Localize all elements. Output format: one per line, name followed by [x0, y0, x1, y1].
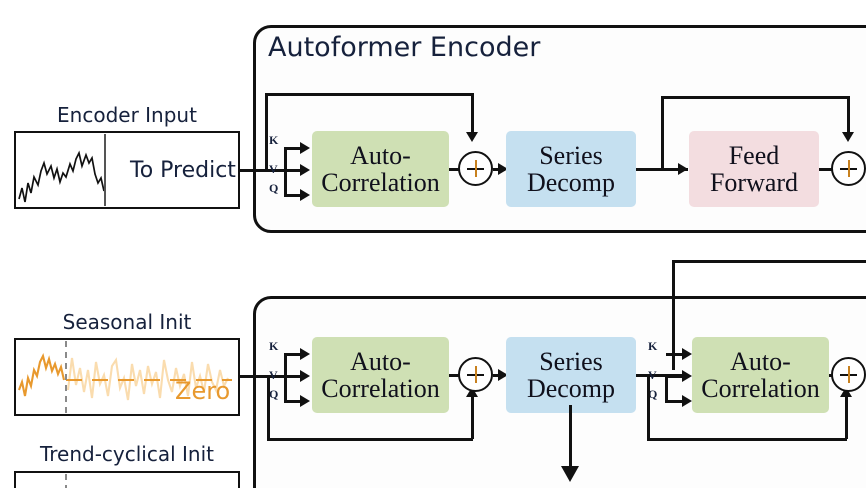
decoder-trend-output-arrow	[561, 466, 579, 482]
seasonal-init-caption: Seasonal Init	[62, 310, 192, 334]
wire-decomp-to-ff	[636, 168, 688, 171]
encoder-input-caption: Encoder Input	[57, 103, 197, 127]
decoder-cross-v-arrow	[682, 370, 692, 382]
decoder-residual-riser	[471, 396, 474, 439]
encoder-v-arrow	[300, 164, 310, 176]
encoder-kvq-v: V	[269, 162, 278, 176]
encoder-auto-correlation-block: Auto- Correlation	[312, 131, 449, 207]
decoder-cross-q-branch	[665, 400, 684, 403]
wire-encoder-output-drop	[672, 260, 675, 370]
decoder-cross-q-arrow	[682, 395, 692, 407]
decoder-auto-correlation-cross-block: Auto- Correlation	[692, 337, 829, 413]
decoder-cross-residual-riser	[845, 396, 848, 439]
wire-seasonal-init-to-kvq	[240, 375, 285, 378]
seasonal-init-zero-label: Zero	[175, 377, 231, 405]
decoder-self-k-arrow	[300, 348, 310, 360]
arrow-decomp-to-ff	[678, 163, 688, 175]
encoder-q-arrow	[300, 189, 310, 201]
decoder-cross-residual-drop	[647, 375, 650, 440]
decoder-self-kvq-v: V	[269, 368, 278, 382]
decoder-cross-v-branch	[666, 375, 684, 378]
encoder-input-to-predict-label: To Predict	[130, 158, 236, 183]
decoder-cross-kvq-k: K	[648, 339, 658, 353]
decoder-cross-k-branch	[666, 353, 684, 356]
decoder-residual-arrow	[466, 387, 478, 397]
wire-encoder-input-to-kvq	[240, 169, 285, 172]
decoder-adder-1	[458, 357, 493, 392]
encoder-auto-correlation-line2: Correlation	[321, 168, 440, 197]
decoder-self-kvq-k: K	[269, 339, 279, 353]
encoder-v-branch	[284, 169, 302, 172]
decoder-residual-drop	[267, 375, 270, 440]
wire-encoder-output-to-decoder-top	[672, 260, 866, 263]
encoder-k-branch	[284, 147, 302, 150]
encoder-kvq-k: K	[269, 133, 279, 147]
encoder-kvq-riser	[284, 148, 287, 196]
decoder-self-q-arrow	[300, 395, 310, 407]
decoder-cross-residual-arrow	[840, 387, 852, 397]
decoder-cross-ac-line2: Correlation	[701, 374, 820, 403]
encoder-ff-residual-arrow	[842, 132, 854, 142]
decoder-adder-1-vbar	[474, 365, 477, 384]
decoder-cross-kvq-q: Q	[648, 387, 658, 401]
encoder-adder-1	[458, 151, 493, 186]
decoder-residual-bottom	[267, 438, 473, 441]
decoder-self-v-arrow	[300, 370, 310, 382]
encoder-input-box	[14, 131, 240, 209]
decoder-self-kvq-q: Q	[269, 387, 279, 401]
decoder-cross-ac-line1: Auto-	[730, 346, 791, 376]
encoder-kvq-q: Q	[269, 181, 279, 195]
encoder-residual-top	[265, 93, 473, 96]
decoder-adder-2	[831, 357, 866, 392]
decoder-self-k-branch	[284, 353, 302, 356]
encoder-residual-riser	[265, 93, 268, 169]
encoder-ff-residual-top	[661, 96, 849, 99]
decoder-cross-residual-bottom	[647, 438, 847, 441]
decoder-adder-2-vbar	[847, 365, 850, 384]
wire-enc-ac-to-adder1	[449, 168, 459, 171]
encoder-panel-title: Autoformer Encoder	[268, 32, 541, 63]
decoder-trend-output-wire	[569, 405, 572, 469]
wire-dec-ac-to-adder1	[449, 374, 459, 377]
encoder-adder-2	[831, 151, 866, 186]
seasonal-init-waveform	[18, 341, 232, 413]
encoder-ff-residual-drop	[847, 96, 850, 137]
encoder-series-decomp-block: Series Decomp	[506, 131, 636, 207]
decoder-series-decomp-block: Series Decomp	[506, 337, 636, 413]
trend-cyclical-init-box	[14, 471, 240, 488]
encoder-adder-2-vbar	[847, 159, 850, 178]
encoder-series-decomp-line2: Decomp	[526, 168, 616, 197]
wire-dec-decomp-to-cross	[636, 374, 684, 377]
wire-ff-to-adder2	[819, 168, 833, 171]
encoder-auto-correlation-line1: Auto-	[350, 140, 411, 170]
arrow-adder1-to-decomp	[498, 163, 508, 175]
seasonal-init-box	[14, 338, 240, 416]
decoder-cross-kvq-v: V	[648, 368, 657, 382]
encoder-series-decomp-line1: Series	[539, 140, 603, 170]
decoder-series-decomp-line2: Decomp	[526, 374, 616, 403]
encoder-k-arrow	[300, 142, 310, 154]
encoder-feed-forward-block: Feed Forward	[689, 131, 819, 207]
encoder-feed-forward-line1: Feed	[728, 140, 780, 170]
decoder-cross-k-arrow	[682, 348, 692, 360]
encoder-ff-residual-riser	[661, 96, 664, 169]
arrow-dec-adder1-to-decomp	[498, 369, 508, 381]
encoder-residual-drop	[471, 93, 474, 137]
decoder-auto-correlation-self-block: Auto- Correlation	[312, 337, 449, 413]
encoder-q-branch	[284, 194, 302, 197]
decoder-series-decomp-line1: Series	[539, 346, 603, 376]
decoder-cross-q-riser	[665, 375, 668, 402]
encoder-feed-forward-line2: Forward	[709, 168, 799, 197]
decoder-self-q-branch	[284, 400, 302, 403]
decoder-self-v-branch	[284, 375, 302, 378]
encoder-adder-1-vbar	[474, 159, 477, 178]
encoder-input-waveform	[18, 134, 106, 206]
decoder-self-ac-line2: Correlation	[321, 374, 440, 403]
trend-cyclical-init-waveform	[65, 474, 67, 488]
trend-cyclical-init-caption: Trend-cyclical Init	[39, 442, 215, 466]
encoder-residual-arrow	[466, 132, 478, 142]
decoder-self-ac-line1: Auto-	[350, 346, 411, 376]
decoder-self-kvq-riser	[284, 354, 287, 402]
